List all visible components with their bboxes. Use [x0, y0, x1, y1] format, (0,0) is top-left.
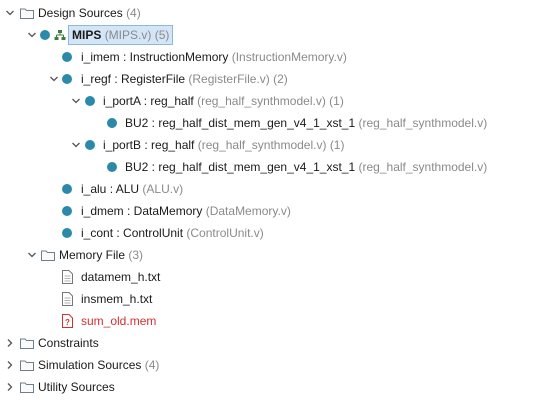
- simulation-sources-count: (4): [144, 358, 160, 372]
- instance-label: i_alu : ALU: [81, 182, 140, 196]
- tree-row-sum-old[interactable]: ? sum_old.mem: [0, 310, 534, 332]
- utility-sources-label: Utility Sources: [38, 380, 115, 394]
- instance-file: (ControlUnit.v): [186, 226, 264, 240]
- tree-row-insmem[interactable]: insmem_h.txt: [0, 288, 534, 310]
- chevron-right-icon[interactable]: [4, 359, 16, 371]
- instance-file: (InstructionMemory.v): [231, 50, 347, 64]
- folder-icon: [41, 249, 55, 261]
- instance-label: i_portB : reg_half: [103, 138, 195, 152]
- module-dot-icon: [62, 228, 72, 238]
- tree-row-utility-sources[interactable]: Utility Sources: [0, 376, 534, 398]
- module-dot-icon: [85, 96, 95, 106]
- tree-row-i-regf[interactable]: i_regf : RegisterFile (RegisterFile.v) (…: [0, 68, 534, 90]
- module-dot-icon: [62, 52, 72, 62]
- tree-row-i-alu[interactable]: i_alu : ALU (ALU.v): [0, 178, 534, 200]
- file-label: datamem_h.txt: [81, 270, 161, 284]
- mips-count: (5): [154, 28, 170, 42]
- selected-module[interactable]: MIPS (MIPS.v) (5): [68, 25, 174, 45]
- chevron-down-icon[interactable]: [26, 249, 38, 261]
- text-file-icon: [62, 292, 73, 306]
- chevron-down-icon[interactable]: [4, 7, 16, 19]
- mips-file: (MIPS.v): [104, 28, 152, 42]
- instance-label: i_dmem : DataMemory: [81, 204, 203, 218]
- design-sources-label: Design Sources: [38, 6, 123, 20]
- tree-row-i-cont[interactable]: i_cont : ControlUnit (ControlUnit.v): [0, 222, 534, 244]
- tree-row-datamem[interactable]: datamem_h.txt: [0, 266, 534, 288]
- module-dot-icon: [107, 118, 117, 128]
- module-dot-icon: [62, 206, 72, 216]
- hierarchy-top-icon: [54, 29, 66, 41]
- missing-file-icon: ?: [62, 314, 73, 328]
- chevron-down-icon[interactable]: [70, 139, 82, 151]
- tree-row-simulation-sources[interactable]: Simulation Sources (4): [0, 354, 534, 376]
- instance-count: (2): [273, 72, 288, 86]
- module-dot-icon: [107, 162, 117, 172]
- svg-text:?: ?: [65, 318, 70, 327]
- instance-file: (ALU.v): [142, 182, 184, 196]
- instance-label: BU2 : reg_half_dist_mem_gen_v4_1_xst_1: [125, 160, 356, 174]
- chevron-down-icon[interactable]: [48, 73, 60, 85]
- mips-name: MIPS: [72, 28, 102, 42]
- simulation-sources-label: Simulation Sources: [38, 358, 142, 372]
- instance-label: i_portA : reg_half: [103, 94, 194, 108]
- tree-row-i-porta[interactable]: i_portA : reg_half (reg_half_synthmodel.…: [0, 90, 534, 112]
- folder-icon: [20, 337, 34, 349]
- tree-row-bu2-b[interactable]: BU2 : reg_half_dist_mem_gen_v4_1_xst_1 (…: [0, 156, 534, 178]
- tree-row-i-dmem[interactable]: i_dmem : DataMemory (DataMemory.v): [0, 200, 534, 222]
- file-label: insmem_h.txt: [81, 292, 153, 306]
- memory-file-count: (3): [128, 248, 144, 262]
- tree-row-bu2-a[interactable]: BU2 : reg_half_dist_mem_gen_v4_1_xst_1 (…: [0, 112, 534, 134]
- text-file-icon: [62, 270, 73, 284]
- instance-file: (reg_half_synthmodel.v): [197, 138, 327, 152]
- instance-file: (DataMemory.v): [205, 204, 291, 218]
- design-sources-count: (4): [126, 6, 141, 20]
- instance-file: (RegisterFile.v): [188, 72, 270, 86]
- module-dot-icon: [62, 184, 72, 194]
- constraints-label: Constraints: [38, 336, 99, 350]
- instance-file: (reg_half_synthmodel.v): [358, 116, 488, 130]
- instance-label: i_cont : ControlUnit: [81, 226, 184, 240]
- tree-row-constraints[interactable]: Constraints: [0, 332, 534, 354]
- folder-icon: [20, 359, 34, 371]
- instance-file: (reg_half_synthmodel.v): [197, 94, 326, 108]
- tree-row-i-portb[interactable]: i_portB : reg_half (reg_half_synthmodel.…: [0, 134, 534, 156]
- instance-count: (1): [329, 94, 344, 108]
- tree-row-mips[interactable]: MIPS (MIPS.v) (5): [0, 24, 534, 46]
- chevron-right-icon[interactable]: [4, 337, 16, 349]
- instance-label: i_imem : InstructionMemory: [81, 50, 229, 64]
- instance-file: (reg_half_synthmodel.v): [358, 160, 488, 174]
- instance-label: BU2 : reg_half_dist_mem_gen_v4_1_xst_1: [125, 116, 356, 130]
- module-dot-icon: [85, 140, 95, 150]
- memory-file-label: Memory File: [59, 248, 126, 262]
- module-dot-icon: [62, 74, 72, 84]
- folder-icon: [20, 381, 34, 393]
- tree-row-i-imem[interactable]: i_imem : InstructionMemory (InstructionM…: [0, 46, 534, 68]
- tree-row-memory-file[interactable]: Memory File (3): [0, 244, 534, 266]
- chevron-down-icon[interactable]: [70, 95, 82, 107]
- folder-icon: [20, 7, 34, 19]
- module-dot-icon: [40, 30, 50, 40]
- missing-file-label: sum_old.mem: [81, 314, 157, 328]
- chevron-right-icon[interactable]: [4, 381, 16, 393]
- chevron-down-icon[interactable]: [26, 29, 38, 41]
- instance-count: (1): [329, 138, 345, 152]
- tree-row-design-sources[interactable]: Design Sources (4): [0, 2, 534, 24]
- instance-label: i_regf : RegisterFile: [81, 72, 186, 86]
